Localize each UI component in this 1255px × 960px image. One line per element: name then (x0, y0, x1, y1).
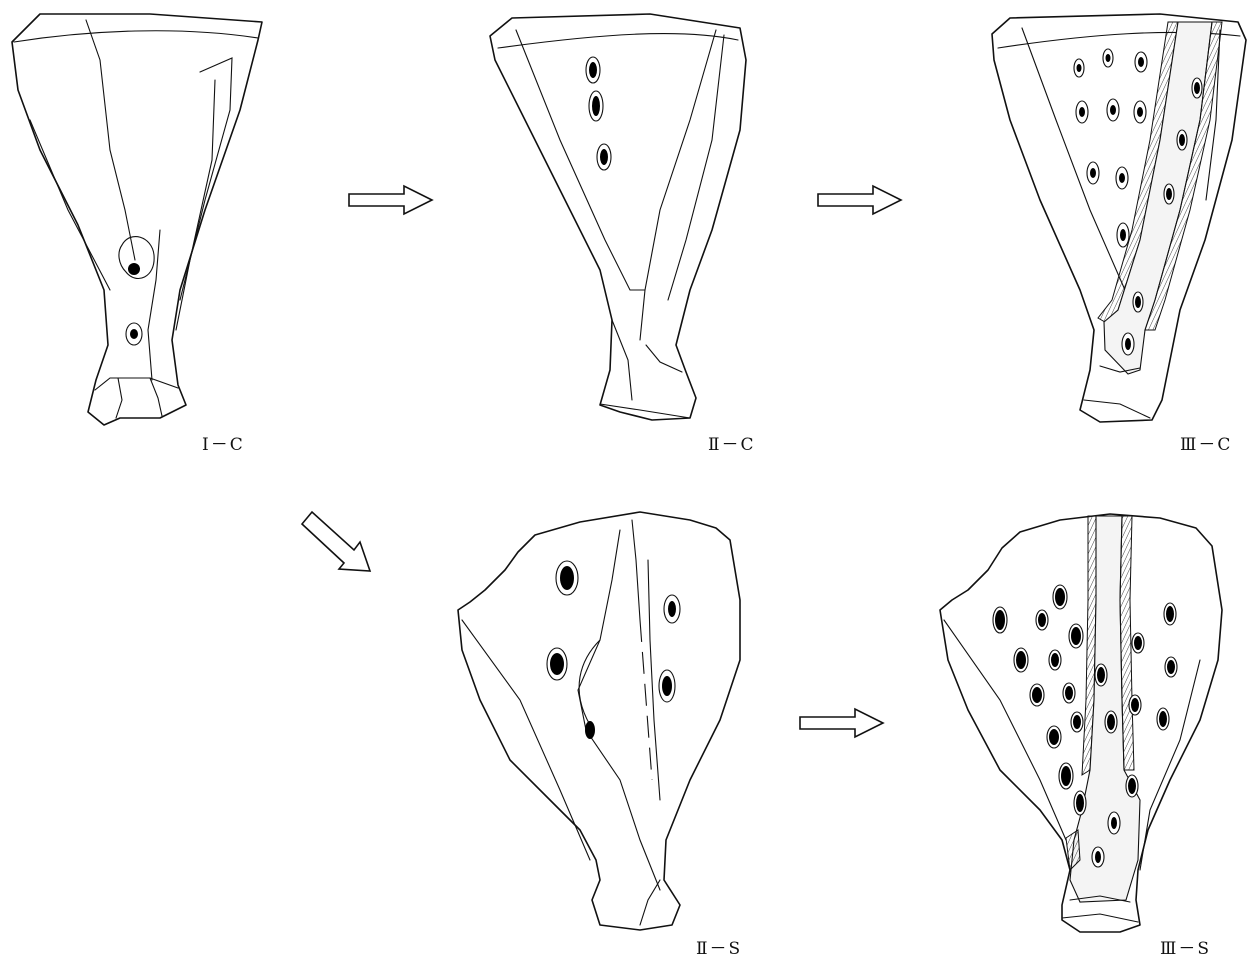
figure-stage-3-side (940, 514, 1222, 932)
hole-mark (128, 263, 140, 275)
figure-stage-2-side (458, 512, 740, 930)
figure-stage-2-cross (490, 14, 746, 420)
label-stage-2-side: Ⅱ－S (696, 934, 742, 959)
right-arrow-icon (800, 709, 883, 737)
figure-stage-1-cross (12, 14, 262, 425)
label-stage-3-cross: Ⅲ－C (1180, 430, 1232, 455)
right-arrow-icon (349, 186, 432, 214)
label-stage-1-cross: Ⅰ－C (202, 430, 245, 455)
label-stage-3-side: Ⅲ－S (1160, 934, 1211, 959)
figure-stage-3-cross (992, 14, 1246, 422)
diagonal-arrow-icon (302, 512, 370, 571)
right-arrow-icon (818, 186, 901, 214)
label-stage-2-cross: Ⅱ－C (708, 430, 756, 455)
